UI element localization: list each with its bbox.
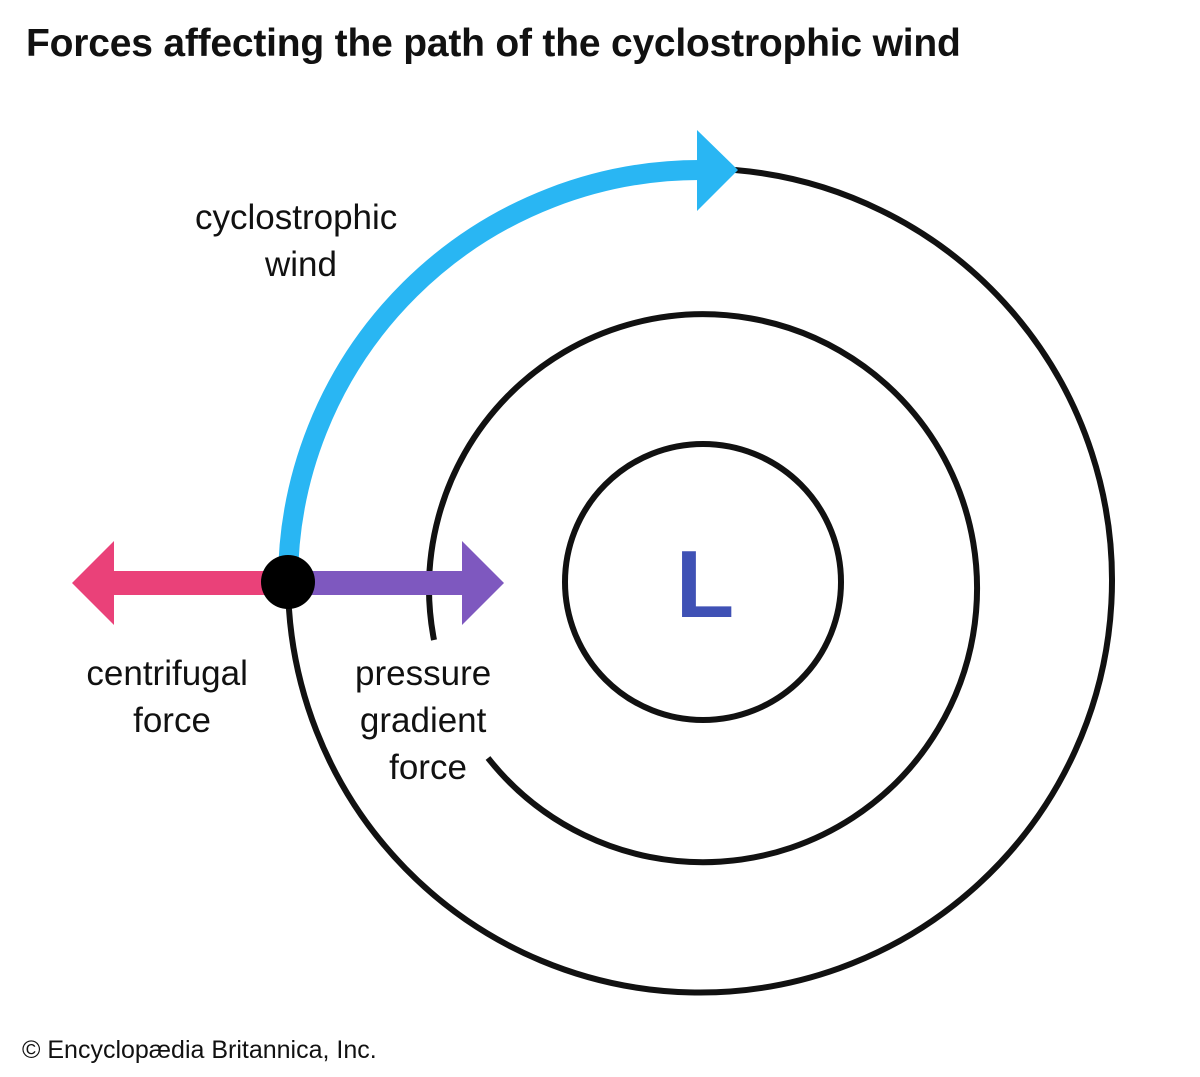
diagram-title: Forces affecting the path of the cyclost… — [26, 22, 961, 65]
cyclostrophic-wind-label: cyclostrophic wind — [195, 198, 407, 284]
pressure-gradient-force-label-line-2: gradient — [360, 701, 487, 740]
low-pressure-label: L — [676, 531, 735, 638]
centrifugal-force-label-line-1: centrifugal — [86, 654, 247, 693]
pressure-gradient-force-label-line-3: force — [389, 748, 467, 787]
centrifugal-force-arrow-shaft — [106, 571, 288, 595]
pressure-gradient-force-label-line-1: pressure — [355, 654, 491, 693]
inner-isobar-circle — [562, 441, 844, 723]
air-parcel-dot — [261, 555, 315, 609]
copyright-credit: © Encyclopædia Britannica, Inc. — [22, 1036, 377, 1064]
centrifugal-force-arrowhead — [72, 541, 114, 625]
centrifugal-force-label-line-2: force — [133, 701, 211, 740]
cyclostrophic-wind-arrow-shaft — [278, 159, 705, 583]
cyclostrophic-wind-label-line-2: wind — [264, 245, 337, 284]
centrifugal-force-label: centrifugal force — [86, 654, 257, 740]
cyclostrophic-wind-arrowhead — [697, 130, 738, 211]
pressure-gradient-force-label: pressure gradient force — [355, 654, 501, 787]
pressure-gradient-force-arrowhead — [462, 541, 504, 625]
outer-isobar-arc — [285, 167, 1115, 996]
middle-isobar-arc — [426, 311, 981, 866]
pressure-gradient-force-arrow-shaft — [288, 571, 470, 595]
cyclostrophic-wind-label-line-1: cyclostrophic — [195, 198, 397, 237]
